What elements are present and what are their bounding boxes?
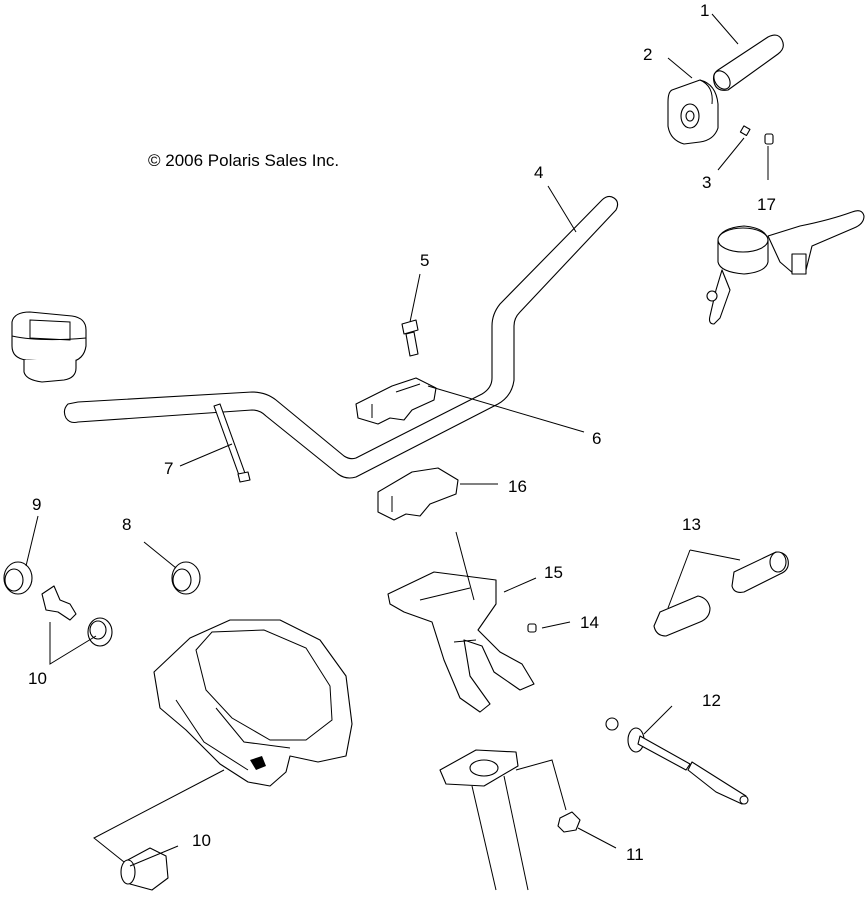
part-1-grip [712,34,784,91]
callout-11: 11 [626,845,644,864]
part-13-boot-a [731,551,789,593]
callout-12: 12 [702,691,721,710]
callout-10-lower: 10 [192,831,211,850]
callout-4: 4 [534,163,543,182]
callout-9: 9 [32,495,41,514]
part-14-nut [527,623,537,633]
callout-2: 2 [643,45,652,64]
part-4-handlebar [63,195,619,479]
callout-7: 7 [164,459,173,478]
callout-5: 5 [420,251,429,270]
part-13-boot-b [653,595,711,637]
callout-14: 14 [580,613,599,632]
callout-8: 8 [122,515,131,534]
part-10-bracket [41,585,113,647]
callout-17: 17 [757,195,776,214]
callout-13: 13 [682,515,701,534]
steering-post [439,749,529,891]
part-3-screw [739,125,751,137]
callout-1: 1 [700,1,709,20]
callout-3: 3 [702,173,711,192]
part-9-grommet [3,561,33,595]
instrument-pod [153,619,353,787]
part-12-cable [605,717,749,805]
part-6-clamp [355,377,437,425]
copyright-notice: © 2006 Polaris Sales Inc. [148,151,339,170]
part-16-clamp [377,467,459,521]
part-17-pin [764,133,774,145]
callout-15: 15 [544,563,563,582]
part-5-bolt [401,319,419,357]
callout-labels: 1 2 3 17 4 5 6 7 16 9 8 10 13 15 14 12 1… [28,1,776,864]
part-15-bracket [387,571,535,713]
brake-lever-assembly [706,210,865,325]
part-7-bolt [213,403,251,483]
callout-6: 6 [592,429,601,448]
leader-lines [25,13,769,867]
callout-10-upper: 10 [28,669,47,688]
part-8-grommet [171,561,201,595]
part-11-nut [557,811,581,833]
switch-housing [11,311,87,383]
part-2-housing [667,79,719,145]
part-10-connector [120,847,169,891]
callout-16: 16 [508,477,527,496]
